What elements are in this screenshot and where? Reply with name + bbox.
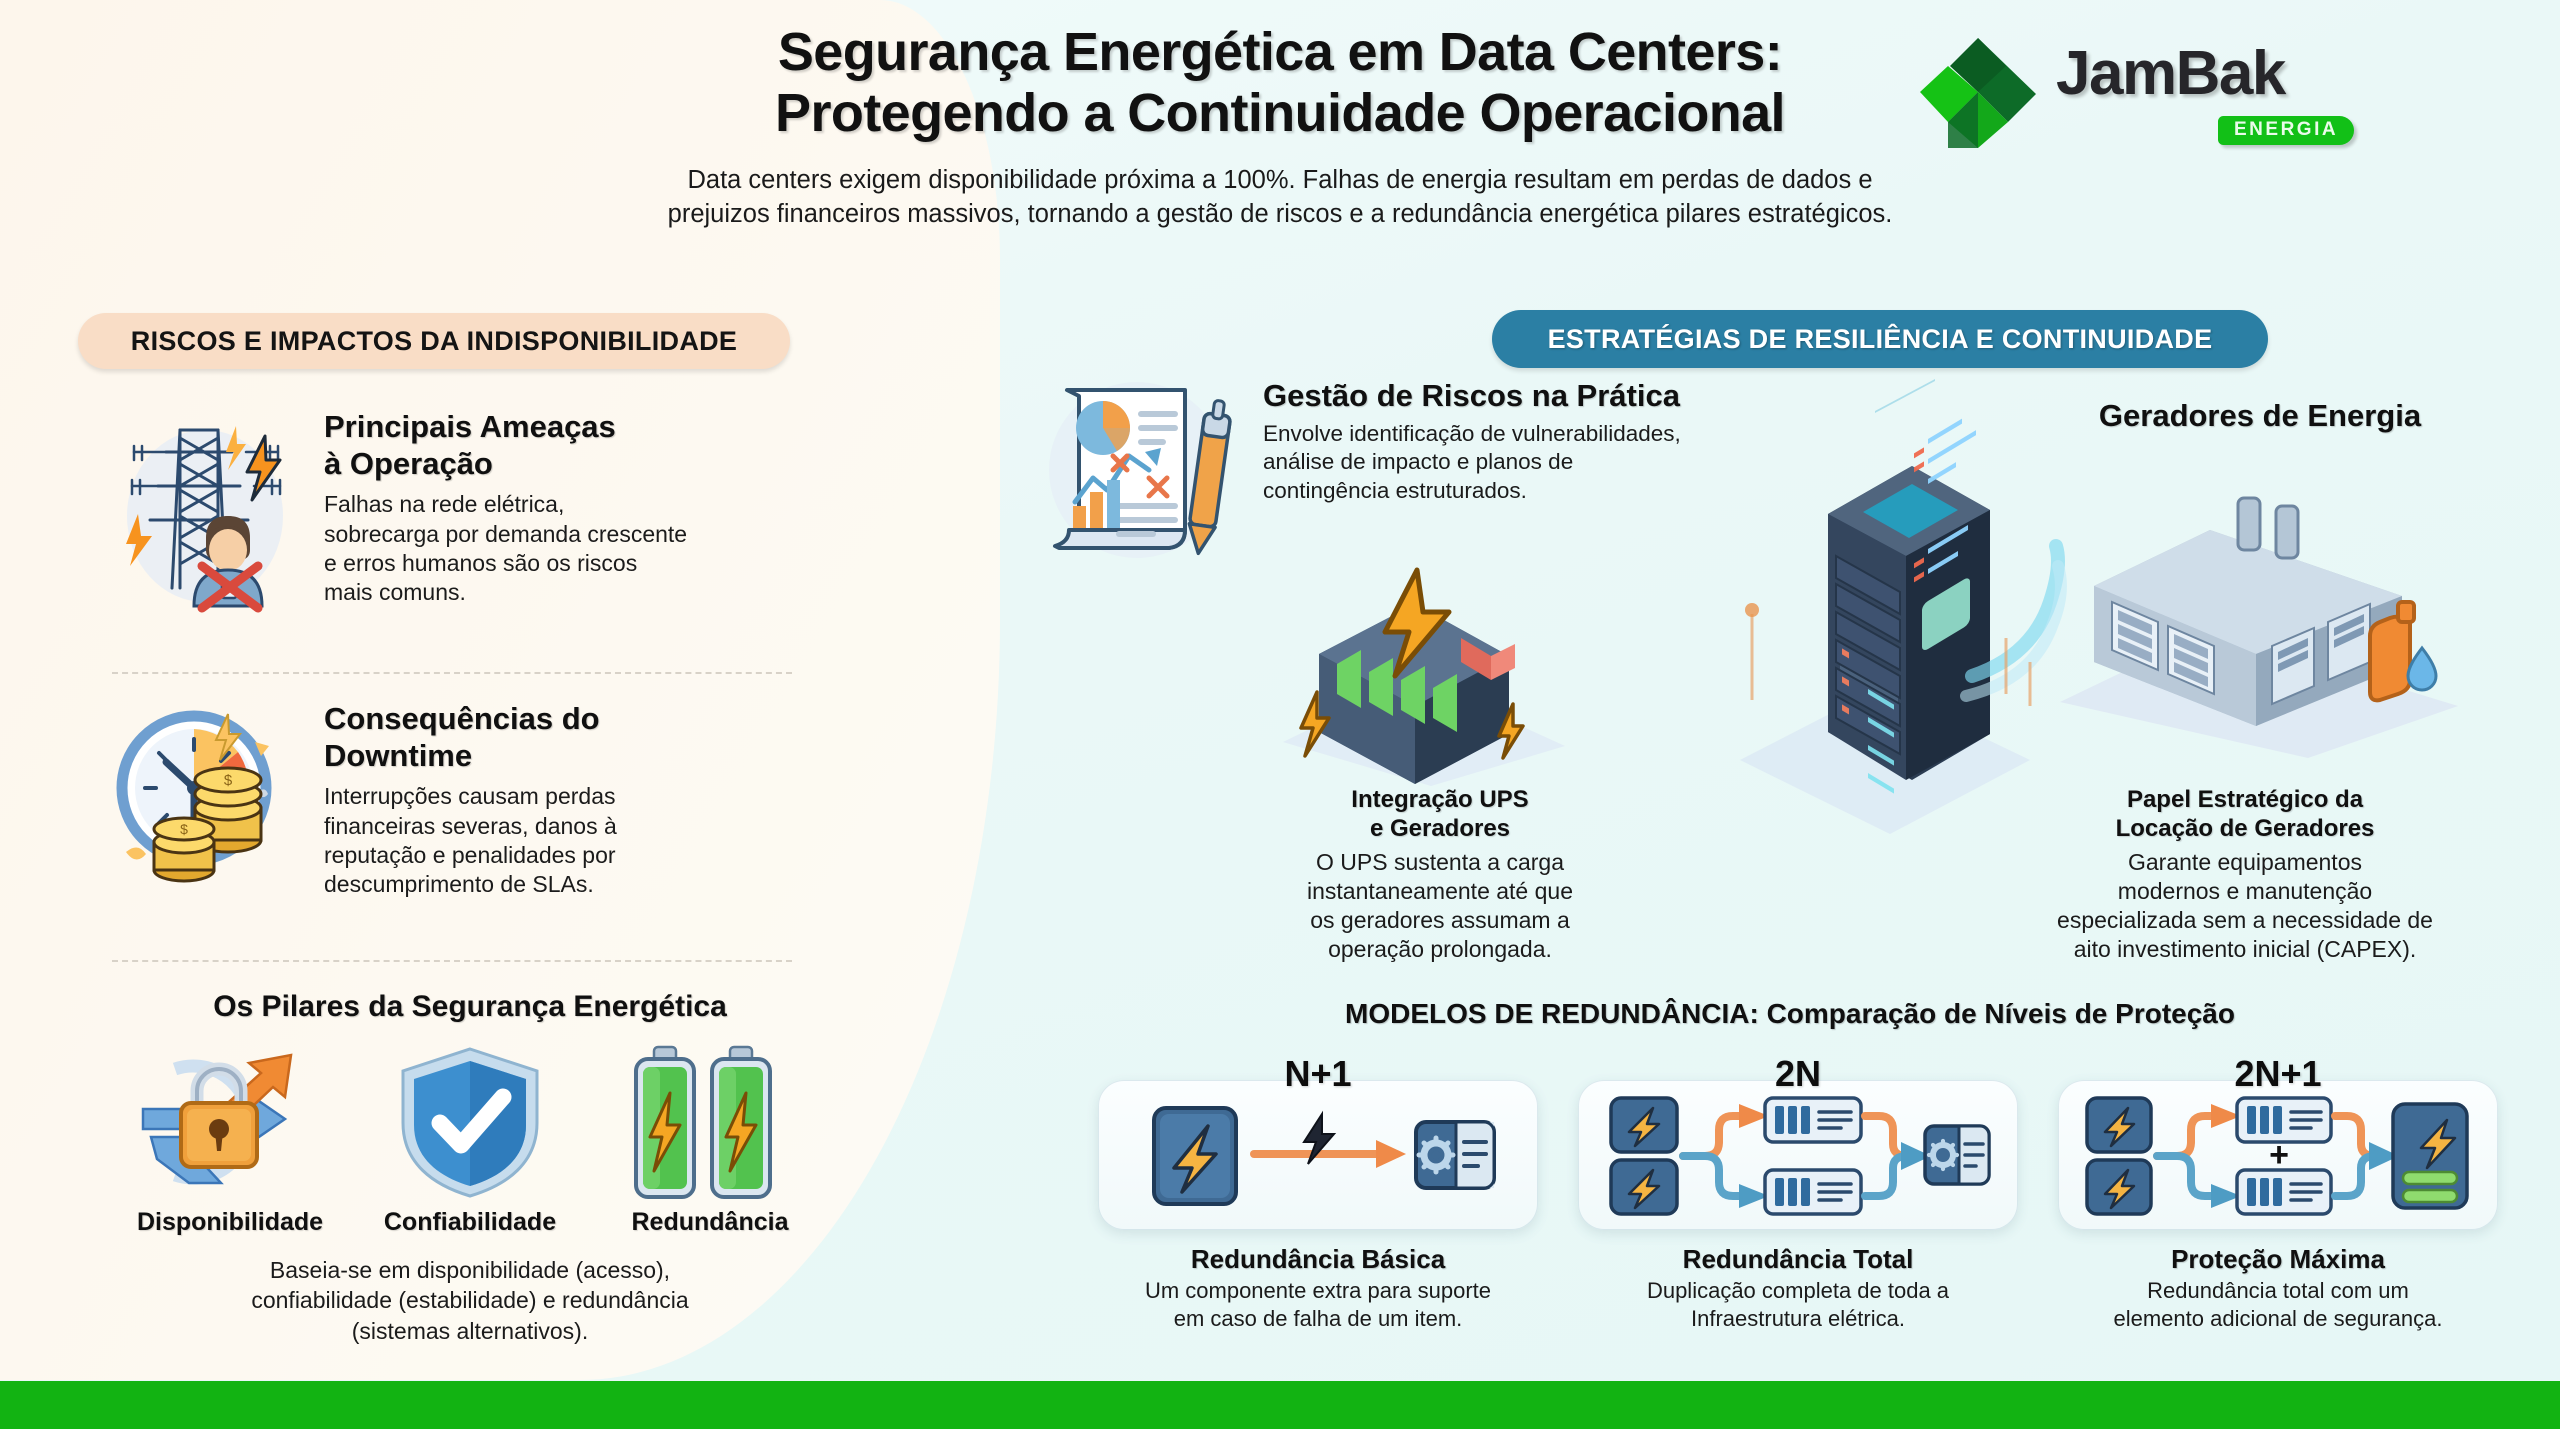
logo-mark-icon	[1920, 38, 2036, 148]
plus-symbol: +	[2269, 1136, 2289, 1174]
redundancy-model-2n1: 2N+1	[2058, 1056, 2498, 1332]
risk-item-body: Interrupções causam perdas financeiras s…	[324, 783, 617, 897]
header: Segurança Energética em Data Centers: Pr…	[0, 0, 2560, 300]
broken-clock-coins-icon: $ $	[110, 700, 310, 890]
risk-item-text: Principais Ameaças à Operação Falhas na …	[324, 408, 687, 607]
risk-item-threats: Principais Ameaças à Operação Falhas na …	[110, 408, 687, 613]
model-badge: 2N	[1774, 1053, 1822, 1094]
risk-item-title: Principais Ameaças à Operação	[324, 409, 616, 482]
report-chart-pen-icon	[1045, 378, 1245, 563]
redundancy-model-n1: N+1	[1098, 1056, 1538, 1332]
server-rack-icon	[1700, 379, 2067, 834]
strategy-text: Gestão de Riscos na Prática Envolve iden…	[1263, 378, 1683, 505]
page-title-line-1: Segurança Energética em Data Centers:	[777, 22, 1783, 82]
title-block: Segurança Energética em Data Centers: Pr…	[620, 22, 1940, 231]
redundancy-models-row: N+1	[1098, 1056, 2498, 1332]
footer-bar	[0, 1381, 2560, 1429]
pillar-redundancia: Redundância	[601, 1045, 819, 1237]
model-diagram-card: +	[2058, 1080, 2498, 1230]
shield-check-icon	[361, 1046, 579, 1198]
redundancy-section-title: MODELOS DE REDUNDÂNCIA: Comparação de Ní…	[1345, 998, 2235, 1029]
logo-energia-badge: ENERGIA	[2218, 116, 2355, 145]
redundancy-model-2n: 2N	[1578, 1056, 2018, 1332]
pillar-label: Confiabilidade	[383, 1208, 557, 1236]
model-badge: N+1	[1284, 1053, 1352, 1094]
2n-diagram-icon	[1609, 1096, 1991, 1216]
pillars-section: Os Pilares da Segurança Energética Dispo…	[70, 990, 870, 1346]
pillar-label: Redundância	[631, 1208, 789, 1236]
pillar-disponibilidade: Disponibilidade	[121, 1046, 339, 1237]
2n1-diagram-icon: +	[2085, 1096, 2469, 1216]
section-header-strategies: ESTRATÉGIAS DE RESILIÊNCIA E CONTINUIDAD…	[1492, 310, 2268, 368]
ups-integration-block: Integração UPS e Geradores O UPS sustent…	[1230, 786, 1650, 963]
pillars-caption: Baseia-se em disponibilidade (acesso), c…	[251, 1257, 689, 1344]
rental-title: Papel Estratégico da Locação de Geradore…	[2115, 786, 2375, 842]
strategy-risk-management: Gestão de Riscos na Prática Envolve iden…	[1045, 378, 1683, 563]
model-desc: Um componente extra para suporte em caso…	[1144, 1278, 1492, 1331]
pillar-label: Disponibilidade	[136, 1208, 324, 1236]
svg-text:$: $	[180, 821, 188, 837]
double-battery-icon	[601, 1045, 819, 1199]
power-tower-icon	[110, 408, 310, 613]
risk-item-text: Consequências do Downtime Interrupções c…	[324, 700, 617, 899]
model-desc: Duplicação completa de toda a Infraestru…	[1646, 1278, 1950, 1331]
divider	[112, 672, 792, 674]
model-name: Redundância Total	[1682, 1244, 1914, 1274]
risk-item-downtime: $ $ Consequências do Downtime Interrupçõ…	[110, 700, 617, 899]
strategy-title: Gestão de Riscos na Prática	[1263, 378, 1680, 413]
generator-rental-block: Papel Estratégico da Locação de Geradore…	[2010, 786, 2480, 963]
risk-item-body: Falhas na rede elétrica, sobrecarga por …	[324, 491, 688, 605]
ups-battery-icon	[1265, 560, 1595, 790]
generator-unit-icon	[2050, 490, 2470, 760]
ups-title: Integração UPS e Geradores	[1351, 786, 1529, 842]
model-desc: Redundância total com um elemento adicio…	[2113, 1278, 2443, 1331]
n1-diagram-icon	[1152, 1106, 1496, 1206]
page-subtitle: Data centers exigem disponibilidade próx…	[667, 166, 1893, 228]
padlock-arrows-icon	[121, 1046, 339, 1198]
jambak-logo: JamBak ENERGIA	[1918, 18, 2388, 158]
model-badge: 2N+1	[2234, 1053, 2322, 1094]
model-diagram-card	[1098, 1080, 1538, 1230]
risk-item-title: Consequências do Downtime	[324, 701, 600, 774]
pillar-confiabilidade: Confiabilidade	[361, 1046, 579, 1237]
logo-wordmark: JamBak	[2056, 39, 2286, 108]
pillars-row: Disponibilidade Confiabilidade	[70, 1045, 870, 1237]
page-title-line-2: Protegendo a Continuidade Operacional	[775, 83, 1786, 144]
pillars-title: Os Pilares da Segurança Energética	[213, 990, 727, 1023]
section-header-risks: RISCOS E IMPACTOS DA INDISPONIBILIDADE	[78, 313, 790, 369]
generators-heading: Geradores de Energia	[2098, 398, 2422, 433]
ups-body: O UPS sustenta a carga instantaneamente …	[1307, 848, 1573, 962]
strategy-body: Envolve identificação de vulnerabilidade…	[1263, 421, 1681, 503]
model-name: Redundância Básica	[1190, 1244, 1446, 1274]
model-name: Proteção Máxima	[2171, 1244, 2385, 1274]
svg-text:$: $	[224, 772, 233, 789]
divider	[112, 960, 792, 962]
model-diagram-card	[1578, 1080, 2018, 1230]
rental-body: Garante equipamentos modernos e manutenç…	[2057, 848, 2433, 962]
